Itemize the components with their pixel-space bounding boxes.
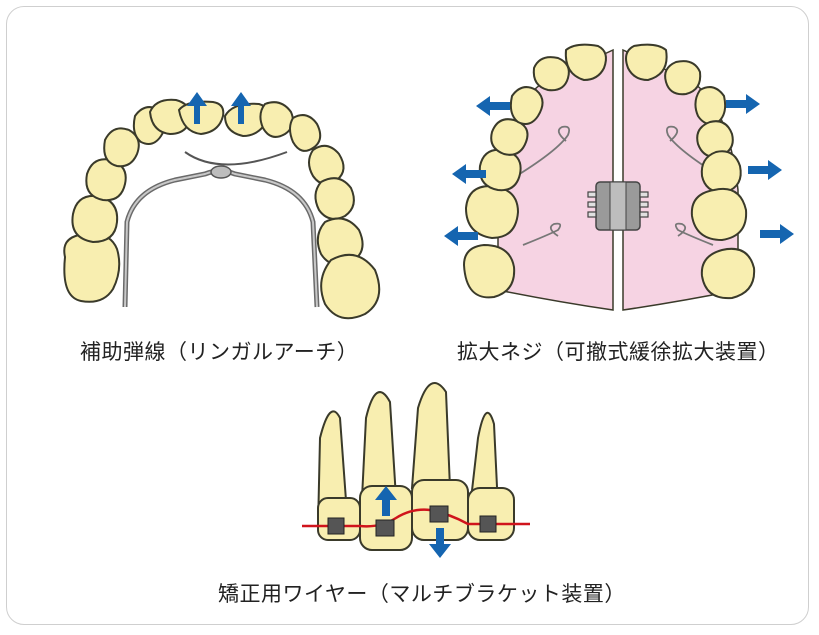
arrow-right-icon [726, 94, 760, 114]
canine-right [695, 87, 725, 124]
bracket [430, 506, 448, 522]
incisor-right-lateral [260, 102, 293, 137]
expansion-screw-caption: 拡大ネジ（可撤式緩徐拡大装置） [457, 336, 780, 366]
premolar-right-2 [702, 151, 741, 192]
molar-right-back [321, 255, 379, 318]
molar-left-back [64, 234, 119, 302]
incisor-right-central [626, 45, 667, 80]
canine-right [290, 115, 320, 151]
screw-rail [588, 202, 596, 207]
screw-center [610, 182, 626, 230]
arrow-right-icon [760, 224, 794, 244]
tooth-root-2 [362, 392, 396, 498]
molar-left-front [466, 186, 518, 238]
molar-right-back [702, 249, 754, 298]
bracket [328, 518, 344, 534]
lingual-arch-caption: 補助弾線（リンガルアーチ） [80, 336, 358, 366]
bracket-wire-caption: 矯正用ワイヤー（マルチブラケット装置） [218, 578, 626, 608]
arrow-right-icon [748, 160, 782, 180]
screw-rail [588, 192, 596, 197]
screw-rail [588, 212, 596, 217]
molar-left-front [72, 196, 117, 242]
solder-joint [211, 166, 231, 178]
molar-right-front [692, 189, 746, 240]
expansion-screw-figure [438, 40, 798, 325]
premolar-right-2 [315, 178, 353, 219]
bracket [376, 520, 394, 536]
incisor-left-lateral [534, 57, 569, 90]
incisor-right-lateral [665, 61, 700, 94]
arrow-left-icon [476, 96, 510, 116]
tooth-root-3 [412, 383, 450, 488]
screw-rail [640, 202, 648, 207]
screw-rail [640, 192, 648, 197]
premolar-left-1 [104, 128, 139, 166]
arch-wire [125, 171, 317, 307]
screw-rail [640, 212, 648, 217]
molar-left-back [464, 245, 514, 297]
auxiliary-spring [185, 152, 287, 165]
bracket [480, 516, 496, 532]
bracket-wire-figure [300, 378, 540, 563]
lingual-arch-figure [55, 82, 395, 322]
